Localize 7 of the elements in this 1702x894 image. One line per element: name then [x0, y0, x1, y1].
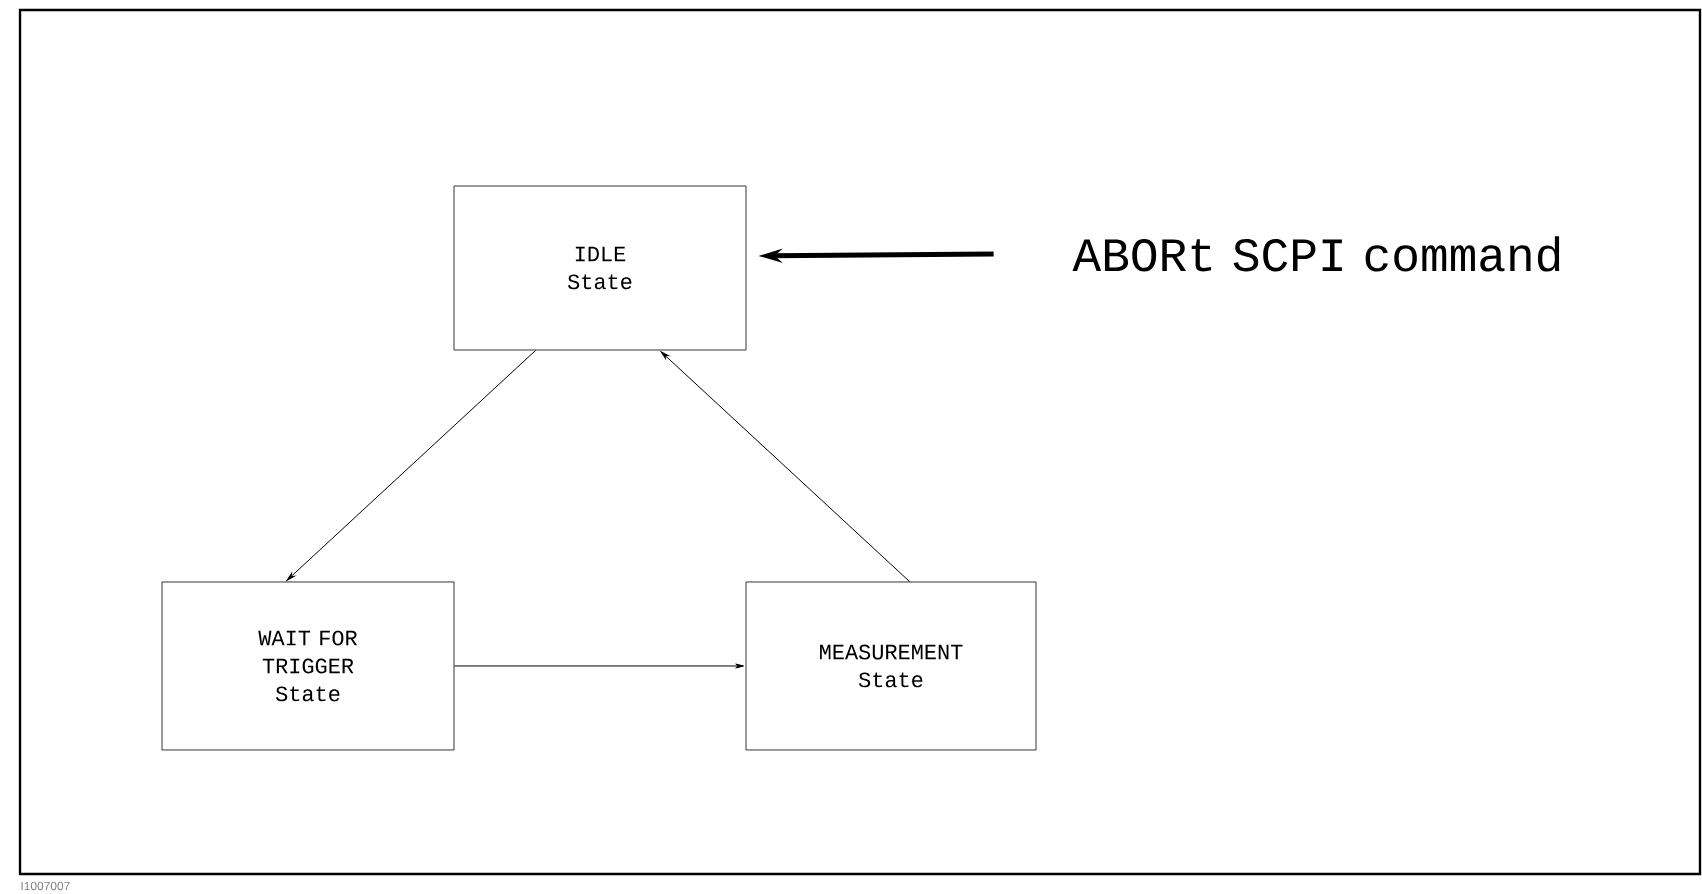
- state-box: WAIT FOR TRIGGER State: [161, 581, 455, 751]
- arrow: [286, 349, 537, 581]
- arrow: [453, 663, 745, 669]
- arrow: [660, 351, 911, 583]
- command-text: ABORt SCPI command: [1072, 236, 1560, 272]
- state-box: MEASUREMENT State: [745, 581, 1037, 751]
- state-box: IDLE State: [453, 185, 747, 351]
